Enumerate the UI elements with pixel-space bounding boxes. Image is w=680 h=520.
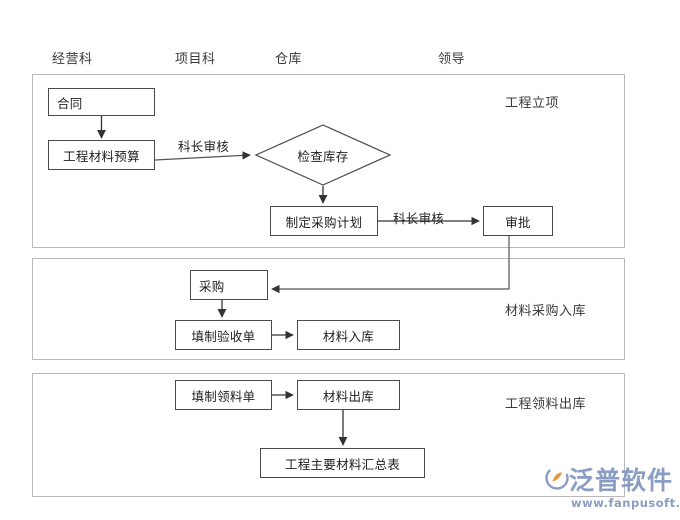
process-node-material-in[interactable]: 材料入库	[297, 320, 400, 350]
node-label-contract: 合同	[57, 95, 83, 111]
swimlane-label-lane-material-issue: 工程领料出库	[505, 397, 587, 412]
process-node-purchasing[interactable]: 采购	[190, 270, 268, 300]
process-node-contract[interactable]: 合同	[48, 88, 155, 116]
edge-label-e2: 科长审核	[178, 139, 230, 154]
node-label-material-summary: 工程主要材料汇总表	[284, 456, 401, 472]
column-header-3: 领导	[438, 52, 466, 67]
node-label-material-out: 材料出库	[322, 388, 375, 404]
watermark-fanpusoft: 泛普软件 www.fanpusoft.com	[545, 466, 680, 510]
process-node-material-out[interactable]: 材料出库	[297, 380, 400, 410]
watermark-brand: 泛普软件	[569, 465, 674, 495]
column-header-0: 经营科	[52, 52, 93, 67]
process-node-fill-requisition[interactable]: 填制领料单	[175, 380, 272, 410]
edge-label-e4: 科长审核	[393, 211, 445, 226]
node-label-fill-requisition: 填制领料单	[191, 388, 256, 404]
node-label-material-budget: 工程材料预算	[63, 148, 140, 164]
node-label-check-stock: 检查库存	[297, 148, 349, 164]
column-header-1: 项目科	[175, 52, 216, 67]
node-label-purchasing: 采购	[199, 278, 225, 294]
process-node-material-summary[interactable]: 工程主要材料汇总表	[260, 448, 425, 478]
process-node-fill-acceptance[interactable]: 填制验收单	[175, 320, 272, 350]
process-node-purchase-plan[interactable]: 制定采购计划	[270, 206, 378, 236]
watermark-url: www.fanpusoft.com	[571, 496, 680, 510]
swimlane-label-lane-project-approval: 工程立项	[505, 96, 560, 111]
column-header-2: 仓库	[275, 52, 303, 67]
node-label-fill-acceptance: 填制验收单	[191, 328, 256, 344]
node-label-material-in: 材料入库	[322, 328, 375, 344]
swimlane-label-lane-material-purchase: 材料采购入库	[505, 304, 587, 319]
node-label-purchase-plan: 制定采购计划	[285, 214, 363, 230]
fanpusoft-logo-icon	[545, 466, 569, 494]
process-node-material-budget[interactable]: 工程材料预算	[48, 140, 155, 170]
diamond-shape	[254, 124, 392, 186]
decision-node-check-stock[interactable]: 检查库存	[254, 124, 392, 186]
process-node-approval[interactable]: 审批	[483, 206, 553, 236]
node-label-approval: 审批	[505, 214, 531, 230]
